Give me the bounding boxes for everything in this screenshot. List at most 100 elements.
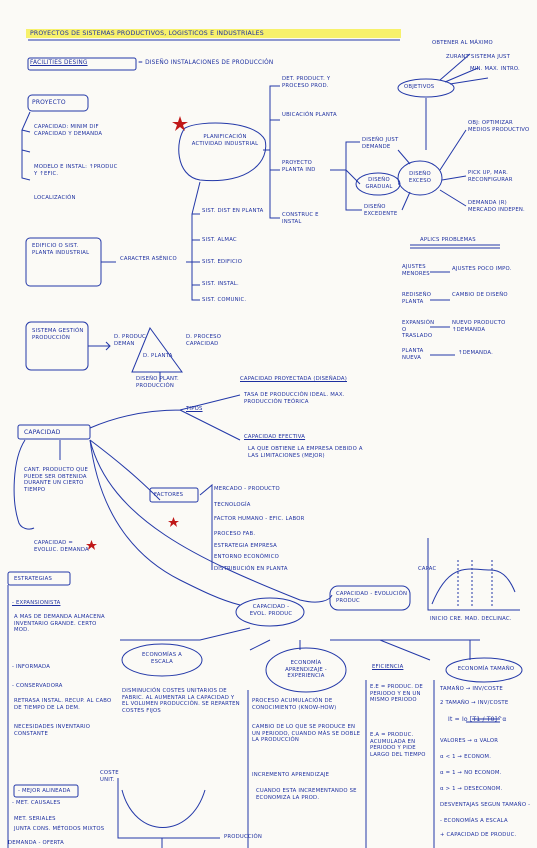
edificio-caracter: CARACTER ASÉNICO [120,256,177,262]
objetivos-title: OBJETIVOS [404,84,435,90]
estrategia-conservadora-desc: RETRASA INSTAL. RECUP. AL CABO DE TIEMPO… [14,698,112,711]
capacidad-box: CAPACIDAD [24,429,61,436]
proyecto-title: PROYECTO [32,99,66,106]
sist-instal: SIST. INSTAL. [202,281,239,287]
aprendizaje-title: ECONOMÍA APRENDIZAJE - EXPERIENCIA [285,660,327,680]
title-highlight [26,29,401,38]
aprendizaje-item-3: INCREMENTO APRENDIZAJE [252,772,330,778]
aplic-left-3: EXPANSIÓN O TRASLADO [402,320,435,340]
facilities-definition: = DISEÑO INSTALACIONES DE PRODUCCIÓN [138,60,274,66]
tamano-line-6: α = 1 → NO ECONOM. [440,770,502,776]
capacidad-evol-box: CAPACIDAD - EVOLUCIÓN PRODUC [336,591,408,604]
sistema-proceso: D. PROCESO CAPACIDAD [186,334,222,347]
tamano-line-4: VALORES → α VALOR [440,738,499,744]
proyecto-capacidad: CAPACIDAD: MINIM DIF CAPACIDAD Y DEMANDA [34,124,103,137]
objetivos-item-3: MIN. MAX. INTRO. [470,66,520,72]
eficiencia-ee: E.E = PRODUC. DE PERIODO Y EN UN MISMO P… [370,684,423,704]
aplic-right-4: ↑DEMANDA. [458,350,494,356]
estrategia-demanda: DEMANDA - OFERTA [8,840,64,846]
aplic-right-1: AJUSTES POCO IMPO. [452,266,512,272]
tamano-line-9: - ECONOMÍAS A ESCALA [440,818,508,824]
edificio-box: EDIFICIO O SIST. PLANTA INDUSTRIAL [32,243,90,256]
aprendizaje-item-1: PROCESO ACUMULACIÓN DE CONOCIMIENTO (KNO… [252,698,337,711]
factor-mercado: MERCADO - PRODUCTO [214,486,280,492]
estrategias-title: ESTRATEGIAS [14,576,53,582]
factores-label: FACTORES [154,492,184,498]
aprendizaje-item-4: CUANDO ESTA INCREMENTANDO SE ECONOMIZA L… [256,788,357,801]
factor-entorno: ENTORNO ECONÓMICO [214,554,279,560]
factor-estrategia: ESTRATEGIA EMPRESA [214,543,278,549]
tipos-efectiva-desc: LA QUE OBTIENE LA EMPRESA DEBIDO A LAS L… [248,446,363,459]
aplic-left-4: PLANTA NUEVA [402,348,424,361]
sistema-planta: D. PLANTA [143,353,173,359]
proyecto-modelo: MODELO E INSTAL: ↑PRODUC Y ↑EFIC. [34,164,118,177]
capacidad-evolucion: CAPACIDAD = EVOLUC. DEMANDA [34,540,89,553]
eficiencia-ea: E.A = PRODUC. ACUMULADA EN PERIODO Y PID… [370,732,426,758]
plan-branch-det-produc: DET. PRODUCT. Y PROCESO PROD. [282,76,331,89]
facilities-label: FACILITIES DESING [30,60,88,66]
diseno-excedente: DISEÑO EXCEDENTE [364,204,398,217]
economias-title: ECONOMÍAS A ESCALA [142,652,182,665]
estrategia-expansionista-desc: A MAS DE DEMANDA ALMACENA INVENTARIO GRA… [14,614,105,634]
factor-proceso: PROCESO FAB. [214,531,256,537]
objetivos-item-2: ZURANT SISTEMA JUST [446,54,511,60]
tipos-efectiva: CAPACIDAD EFECTIVA [244,434,306,440]
diseno-obj: OBJ: OPTIMIZAR MEDIOS PRODUCTIVO [468,120,530,133]
estrategia-seriales: MET. SERIALES [14,816,56,822]
tamano-line-5: α < 1 → ECONOM. [440,754,492,760]
graph-x-label: INICIO CRE. MAD. DECLINAC. [430,616,512,622]
page-title: PROYECTOS DE SISTEMAS PRODUCTIVOS, LOGIS… [30,30,264,37]
estrategia-inventario: NECESIDADES INVENTARIO CONSTANTE [14,724,91,737]
diseno-just: DISEÑO JUST DEMANDE [362,137,399,150]
tamano-line-2: 2 TAMAÑO → INV/COSTE [440,700,509,706]
aplic-left-2: REDISEÑO PLANTA [402,292,432,305]
capacidad-2: CAPACIDAD - EVOL. PRODUC [249,604,293,617]
proyecto-localizacion: LOCALIZACIÓN [34,195,76,201]
tipos-proyectada: CAPACIDAD PROYECTADA (DISEÑADA) [240,376,347,382]
aplicaciones-title: APLICS PROBLEMAS [420,237,476,243]
factor-distribucion: DISTRIBUCIÓN EN PLANTA [214,566,288,572]
estrategia-mixtos: JUNTA CONS. MÉTODOS MIXTOS [14,826,105,832]
tamano-line-10: + CAPACIDAD DE PRODUC. [440,832,517,838]
estrategia-informada: - INFORMADA [12,664,51,670]
factor-humano: FACTOR HUMANO - EFIC. LABOR [214,516,305,522]
aplic-right-2: CAMBIO DE DISEÑO [452,292,508,298]
sist-almac: SIST. ALMAC [202,237,237,243]
plan-branch-construc: CONSTRUC E INSTAL [282,212,319,225]
aplic-right-3: NUEVO PRODUCTO ↑DEMANDA [452,320,506,333]
sistema-box: SISTEMA GESTIÓN PRODUCCIÓN [32,328,84,341]
sist-edificio: SIST. EDIFICIO [202,259,243,265]
tamano-line-1: TAMAÑO → INV/COSTE [440,686,503,692]
tamano-line-8: DESVENTAJAS SEGUN TAMAÑO - [440,802,531,808]
aplic-left-1: AJUSTES MENORES [402,264,430,277]
capacidad-definition: CANT. PRODUCTO QUE PUEDE SER OBTENIDA DU… [24,467,89,493]
sistema-diseno: DISEÑO PLANT. PRODUCCIÓN [136,376,179,389]
plan-branch-proyecto: PROYECTO PLANTA IND [282,160,316,173]
economias-text: DISMINUCIÓN COSTES UNITARIOS DE FABRIC. … [122,688,240,714]
factor-tecnologia: TECNOLOGÍA [214,502,251,508]
tamano-formula: It = Io [T1 / T0]^α [448,716,507,723]
estrategia-causales: - MET. CAUSALES [12,800,61,806]
tamano-line-7: α > 1 → DESECONOM. [440,786,503,792]
tipos-label: TIPOS [186,406,203,412]
tipos-proyectada-desc: TASA DE PRODUCCIÓN IDEAL. MAX. PRODUCCIÓ… [244,392,345,405]
objetivos-item-1: OBTENER AL MÁXIMO [432,40,493,46]
economias-graph-x: PRODUCCIÓN [224,834,263,840]
diseno-pickup: PICK UP, MAR. RECONFIGURAR [468,170,513,183]
plan-branch-ubicacion: UBICACIÓN PLANTA [282,112,337,118]
sistema-demanda: D. PRODUC DEMAN [114,334,146,347]
graph-y-label: CAPAC [418,566,437,572]
diseno-demanda: DEMANDA (R) MERCADO INDEPEN. [468,200,525,213]
diseno-exceso: DISEÑO EXCESO [408,171,432,184]
eficiencia-title: EFICIENCIA [372,664,404,670]
planificacion-box: PLANIFICACIÓN ACTIVIDAD INDUSTRIAL [191,134,259,147]
economias-graph-y: COSTE UNIT. [100,770,119,783]
estrategia-conservadora: - CONSERVADORA [12,683,63,689]
diseno-gradual: DISEÑO GRADUAL [365,177,393,190]
sist-dist: SIST. DIST EN PLANTA [202,208,264,214]
estrategia-expansionista: - EXPANSIONISTA [12,600,61,606]
estrategia-mejor: - MEJOR ALINEADA [18,788,71,794]
tamano-title: ECONOMÍA TAMAÑO [457,666,515,672]
aprendizaje-item-2: CAMBIO DE LO QUE SE PRODUCE EN UN PERIOD… [252,724,361,744]
